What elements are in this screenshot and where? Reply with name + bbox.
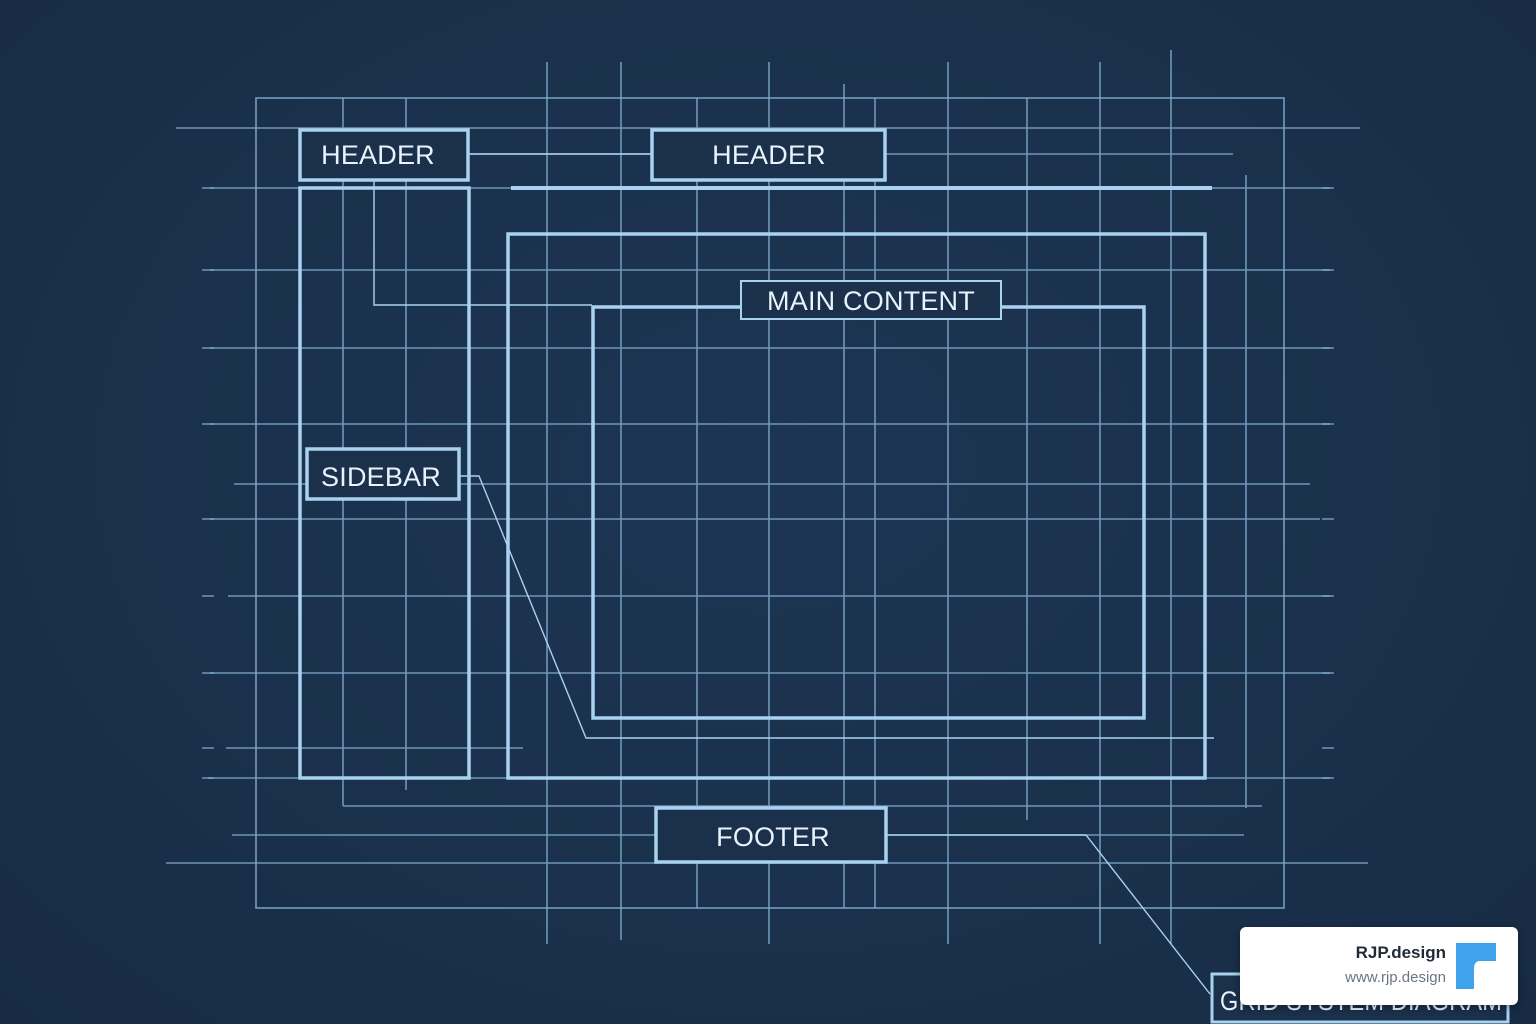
watermark-url: www.rjp.design	[1345, 969, 1446, 986]
header-right-box: HEADER	[650, 128, 887, 182]
outer-frame	[255, 97, 1285, 909]
header-left-box: HEADER	[298, 128, 470, 182]
sidebar-box: SIDEBAR	[305, 447, 461, 501]
header-to-main-connector	[373, 180, 592, 306]
edge-tick-marks	[202, 187, 1334, 779]
rjp-logo-icon	[1456, 943, 1496, 989]
footer-connector	[886, 834, 1211, 995]
footer-box: FOOTER	[654, 806, 888, 864]
footer-label: FOOTER	[716, 822, 830, 852]
main-content-label: MAIN CONTENT	[767, 286, 975, 316]
sidebar-label: SIDEBAR	[321, 462, 441, 492]
rjp-watermark-badge: RJP.design www.rjp.design	[1240, 927, 1518, 1005]
sidebar-connector	[460, 475, 1214, 739]
header-right-label: HEADER	[712, 140, 826, 170]
header-left-label: HEADER	[321, 140, 435, 170]
sidebar-column	[298, 186, 471, 780]
watermark-brand-name: RJP.design	[1355, 943, 1446, 962]
main-content-inner	[591, 305, 1146, 720]
main-content-outer	[506, 232, 1207, 780]
main-content-box: MAIN CONTENT	[740, 280, 1002, 320]
